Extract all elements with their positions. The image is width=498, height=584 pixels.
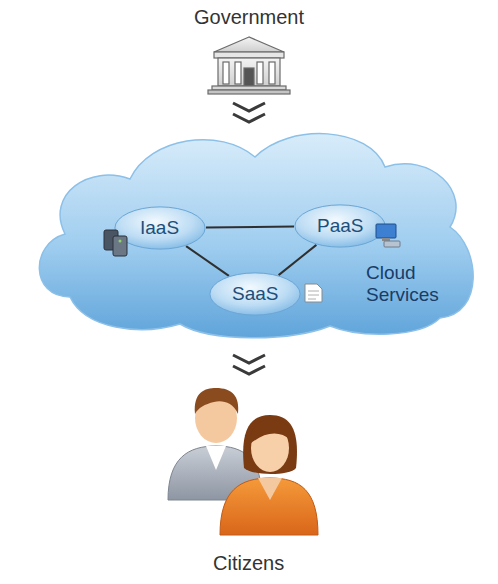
- citizens-figures: [168, 388, 318, 535]
- service-label: SaaS: [232, 283, 278, 305]
- bubble-text-wrap: PaaS: [317, 215, 363, 237]
- government-building: [208, 37, 290, 94]
- cloud-shape: [39, 134, 473, 338]
- service-label: IaaS: [140, 217, 179, 239]
- service-bubble: IaaS: [114, 206, 206, 250]
- bubble-shape: [295, 205, 385, 247]
- service-bubble: PaaS: [294, 204, 386, 248]
- bubble-text-wrap: SaaS: [232, 283, 278, 305]
- server-icon: [104, 230, 127, 256]
- cloud-region: Cloud Services IaaS PaaS SaaS: [30, 122, 470, 342]
- connector-line: [206, 226, 294, 229]
- connector-line: [279, 245, 317, 275]
- document-icon: [305, 284, 322, 302]
- bubble-shape: [210, 273, 300, 315]
- bubble-shape: [115, 207, 205, 249]
- cloud-label: Cloud Services: [366, 262, 458, 306]
- computer-icon: [376, 224, 400, 247]
- caption-label: Citizens: [213, 552, 284, 575]
- service-bubble: SaaS: [209, 272, 301, 316]
- connector-line: [186, 246, 229, 276]
- bubble-text-wrap: IaaS: [140, 217, 179, 239]
- service-label: PaaS: [317, 215, 363, 237]
- caption-label: Government: [194, 6, 304, 29]
